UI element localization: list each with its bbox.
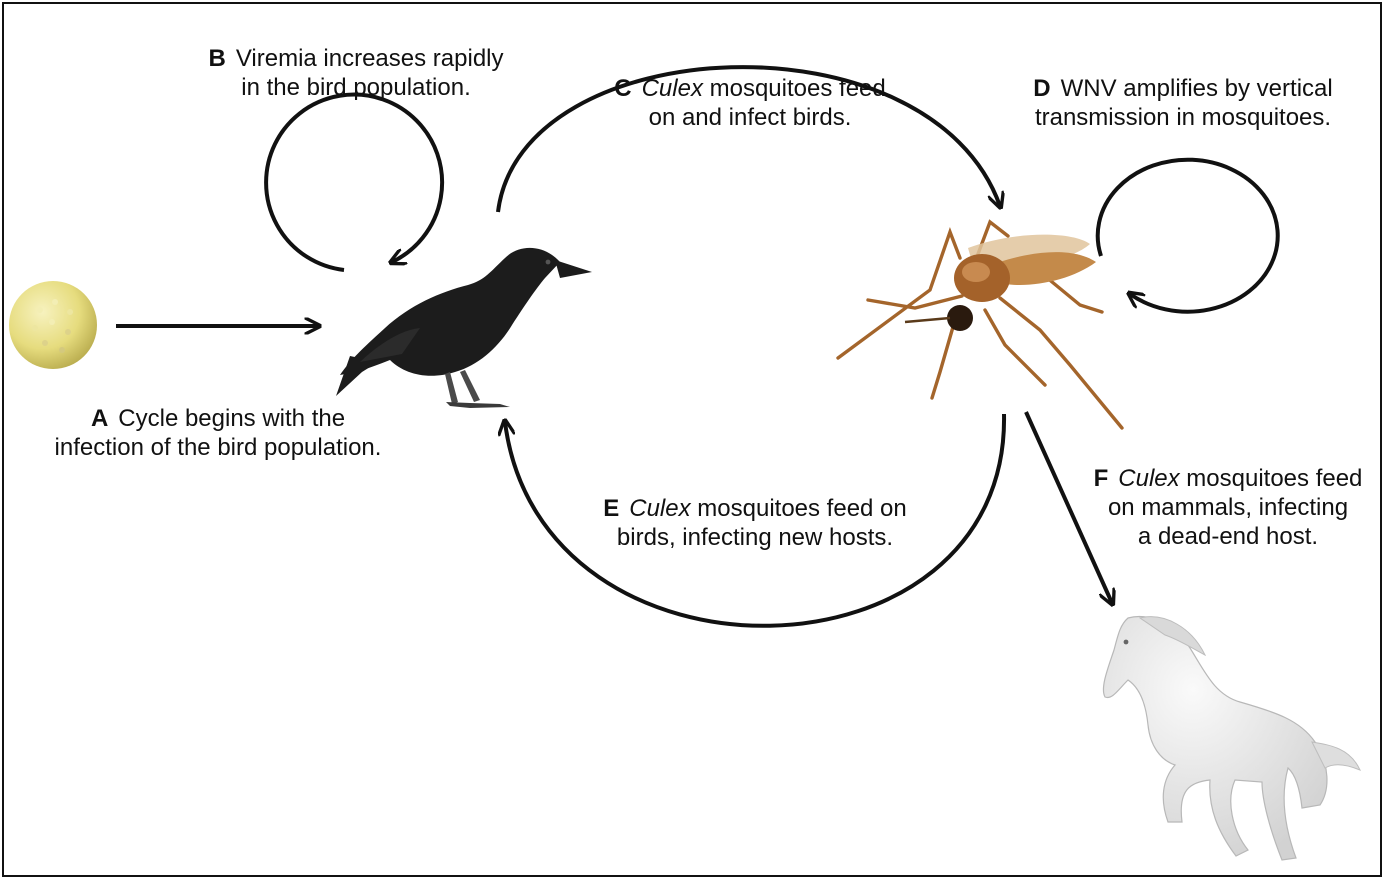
label-f-letter: F bbox=[1093, 465, 1109, 492]
label-c-genus: Culex bbox=[641, 75, 703, 102]
label-f: F Culex mosquitoes feed on mammals, infec… bbox=[1072, 464, 1384, 551]
arrow-c bbox=[496, 65, 1000, 213]
label-b-line2: in the bird population. bbox=[241, 74, 471, 101]
arrow-d-loop bbox=[1095, 157, 1280, 314]
label-a-line2: infection of the bird population. bbox=[54, 434, 382, 461]
horse-icon bbox=[1102, 616, 1361, 861]
label-a-line1: Cycle begins with the bbox=[118, 405, 346, 432]
label-b-letter: B bbox=[208, 45, 226, 72]
label-e-letter: E bbox=[603, 495, 620, 522]
label-c-line2: on and infect birds. bbox=[648, 104, 852, 131]
mosquito-icon bbox=[836, 219, 1124, 430]
label-f-line3: a dead-end host. bbox=[1137, 523, 1319, 550]
label-a-letter: A bbox=[90, 405, 109, 432]
label-e: E Culex mosquitoes feed on birds, infecti… bbox=[578, 494, 932, 552]
label-c-letter: C bbox=[614, 75, 632, 102]
crow-icon bbox=[336, 247, 592, 408]
label-c-line1: mosquitoes feed bbox=[702, 75, 886, 102]
label-e-line2: birds, infecting new hosts. bbox=[616, 524, 894, 551]
arrow-e bbox=[505, 413, 1007, 628]
label-b-line1: Viremia increases rapidly bbox=[235, 45, 504, 72]
label-d-line2: transmission in mosquitoes. bbox=[1034, 104, 1332, 131]
label-e-line1: mosquitoes feed on bbox=[690, 495, 907, 522]
label-f-line2: on mammals, infecting bbox=[1107, 494, 1349, 521]
label-d: D WNV amplifies by vertical transmission … bbox=[1006, 74, 1360, 132]
label-c: C Culex mosquitoes feed on and infect bir… bbox=[594, 74, 906, 132]
label-a: A Cycle begins with the infection of the … bbox=[32, 404, 404, 462]
arrow-b-loop bbox=[264, 92, 445, 272]
arrow-f bbox=[1024, 411, 1112, 603]
virus-icon bbox=[9, 281, 97, 369]
label-f-line1: mosquitoes feed bbox=[1179, 465, 1363, 492]
label-b: B Viremia increases rapidly in the bird p… bbox=[188, 44, 524, 102]
label-e-genus: Culex bbox=[629, 495, 691, 522]
label-f-genus: Culex bbox=[1118, 465, 1180, 492]
label-d-letter: D bbox=[1033, 75, 1051, 102]
label-d-line1: WNV amplifies by vertical bbox=[1060, 75, 1333, 102]
